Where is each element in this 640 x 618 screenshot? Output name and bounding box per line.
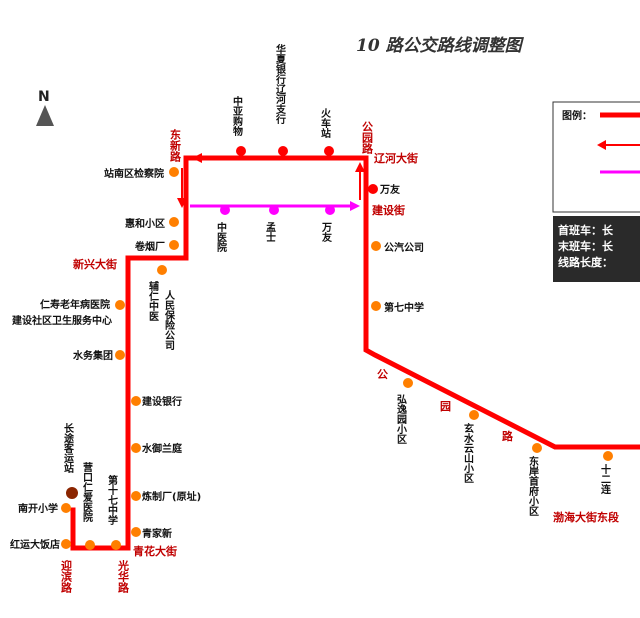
stop-wanyou-top: 万友 <box>379 183 400 196</box>
road-bohai: 渤海大街东段 <box>553 510 619 524</box>
stop-changtu: 长途客运站 <box>62 422 75 474</box>
road-gongyuan-diag3: 路 <box>502 429 514 443</box>
road-xinxing: 新兴大街 <box>73 257 117 271</box>
stop-zhongya: 中亚购物 <box>231 95 243 137</box>
stop-gongqi: 公汽公司 <box>384 241 424 254</box>
direction-arrows <box>177 153 365 208</box>
stop-renmin: 人民保险公司 <box>163 289 176 351</box>
stop-shier: 十二连 <box>599 463 611 495</box>
stop-qingjia: 青家新 <box>142 527 172 540</box>
road-jianshe: 建设街 <box>372 203 405 217</box>
stop-jianshe-center: 建设社区卫生服务中心 <box>11 314 112 327</box>
stop-labels: 中亚购物 华夏银行辽河支行 火车站 站南区检察院 惠和小区 卷烟厂 中医院 孟士… <box>10 43 611 551</box>
stop-dot-wanyou-mid <box>325 205 335 215</box>
stop-shuiwu: 水务集团 <box>72 349 113 362</box>
stop-dots <box>61 146 613 550</box>
road-gongyuan-diag2: 园 <box>440 400 451 413</box>
stop-xuanyong: 玄水云山小区 <box>462 422 475 483</box>
road-gongyuan-diag: 公 <box>377 368 388 381</box>
north-label: N <box>38 89 50 105</box>
road-dongxin: 东新路 <box>169 128 182 163</box>
road-gongyuan-top: 公园路 <box>361 121 374 155</box>
stop-yingkou: 营口仁爱医院 <box>81 461 93 523</box>
stop-wanyou-mid: 万友 <box>320 222 333 243</box>
road-liaohe: 辽河大街 <box>374 151 418 165</box>
legend-title: 图例： <box>562 109 592 122</box>
road-labels: 东新路 公园路 辽河大街 建设街 新兴大街 公 园 路 渤海大街东段 青花大街 … <box>60 121 620 594</box>
stop-huihe: 惠和小区 <box>125 217 165 230</box>
road-guanghua: 光华路 <box>117 559 131 594</box>
arrow-up-icon <box>355 162 365 172</box>
stop-diqi2: 第十七中学 <box>106 474 118 526</box>
legend: 图例： <box>552 101 640 213</box>
stop-huaxia: 华夏银行辽河支行 <box>274 43 287 125</box>
arrow-left-icon <box>192 153 202 163</box>
stop-juanyan: 卷烟厂 <box>134 240 165 253</box>
road-yinglian: 迎滨路 <box>60 559 73 594</box>
stop-hongyun: 红运大饭店 <box>10 538 60 551</box>
map-title: 10 路公交路线调整图 <box>356 36 525 56</box>
stop-jianshe-bank: 建设银行 <box>141 395 182 408</box>
stop-zhongshi: 孟士 <box>264 222 276 242</box>
route-length-text: 线路长度： <box>558 255 613 269</box>
road-qinghua: 青花大街 <box>133 544 177 558</box>
first-bus-text: 首班车：长 <box>558 223 614 237</box>
stop-zhongyiyuan: 中医院 <box>215 221 227 253</box>
stop-dot-zhongyiyuan <box>220 205 230 215</box>
detour-arrow-icon <box>350 201 360 211</box>
stop-shuiyu: 水御兰庭 <box>141 442 183 455</box>
stop-hongyi: 弘逸园小区 <box>395 393 408 444</box>
arrow-down-icon <box>177 198 187 208</box>
stop-huochezhan: 火车站 <box>319 108 331 139</box>
stop-nankai: 南开小学 <box>18 502 58 515</box>
legend-arrow-icon <box>597 140 606 150</box>
stop-renshou: 仁寿老年病医院 <box>40 298 110 311</box>
info-box: 首班车：长 末班车：长 线路长度： <box>553 216 640 282</box>
stop-dot-zhongshi <box>269 205 279 215</box>
stop-zhannan: 站南区检察院 <box>104 167 164 180</box>
stop-fuyi: 辅仁中医 <box>147 280 159 321</box>
stop-diqi: 第七中学 <box>384 301 424 314</box>
stop-dongan: 东岸首府小区 <box>527 455 540 516</box>
detour-route <box>190 201 360 215</box>
stop-lianzhi: 炼制厂(原址) <box>142 490 201 503</box>
north-arrow-icon <box>36 105 54 126</box>
last-bus-text: 末班车：长 <box>557 239 614 253</box>
